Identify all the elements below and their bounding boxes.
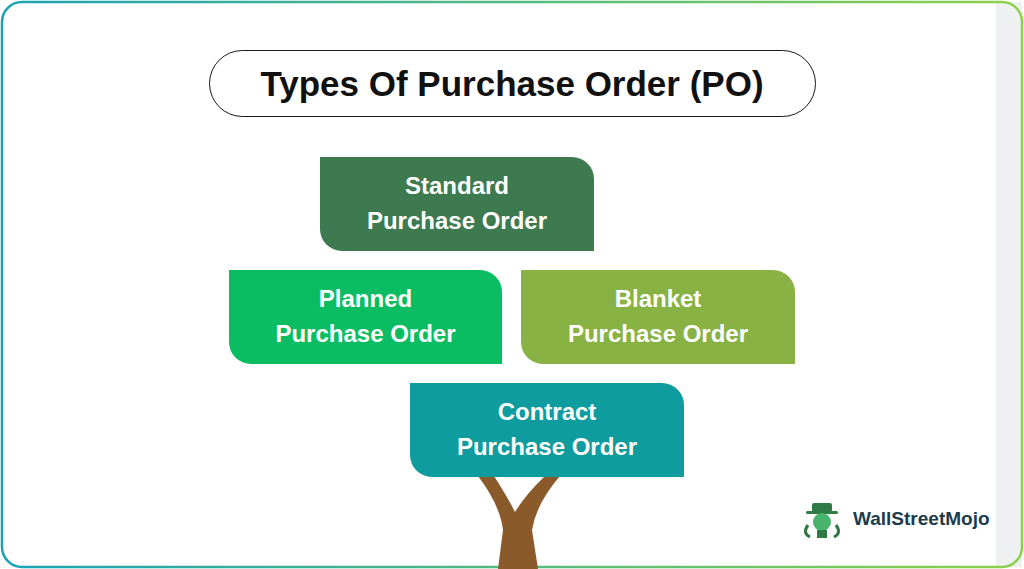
logo-wordmark: WallStreetMojo <box>853 508 990 530</box>
node-label: Contract Purchase Order <box>451 395 643 465</box>
purchase-order-box: Contract Purchase Order <box>410 383 684 477</box>
node-label: Blanket Purchase Order <box>562 282 754 352</box>
tree-trunk <box>478 476 560 569</box>
title-heading: Types Of Purchase Order (PO) <box>209 50 816 117</box>
purchase-order-box: Blanket Purchase Order <box>521 270 795 364</box>
logo-icon <box>805 503 838 538</box>
purchase-order-box: Standard Purchase Order <box>320 157 594 251</box>
side-band <box>996 2 1022 567</box>
node-label: Standard Purchase Order <box>361 169 553 239</box>
purchase-order-box: Planned Purchase Order <box>229 270 502 364</box>
node-label: Planned Purchase Order <box>270 282 462 352</box>
